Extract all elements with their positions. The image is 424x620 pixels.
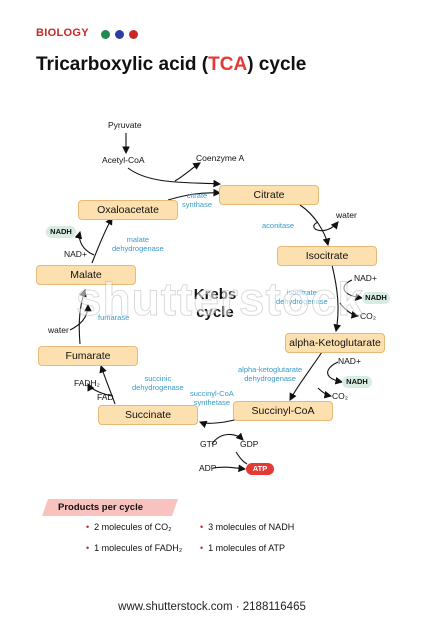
gdp-label: GDP	[240, 439, 259, 449]
page-title: Tricarboxylic acid (TCA) cycle	[36, 54, 307, 75]
blue-dot-icon	[115, 30, 124, 39]
product-item-atp: 1 molecules of ATP	[200, 543, 285, 553]
succinate-box: Succinate	[98, 405, 198, 425]
co2-label-2: CO₂	[332, 391, 349, 401]
products-heading: Products per cycle	[42, 499, 178, 516]
nadh-pill-left: NADH	[46, 226, 76, 238]
fumarate-box: Fumarate	[38, 346, 138, 366]
water-label-right: water	[336, 210, 357, 220]
coenzyme-a-label: Coenzyme A	[196, 153, 245, 163]
pyruvate-label: Pyruvate	[108, 120, 142, 130]
isocitrate-box: Isocitrate	[277, 246, 377, 266]
product-item-fadh2: 1 molecules of FADH₂	[86, 543, 182, 553]
red-dot-icon	[129, 30, 138, 39]
nadh-pill-2: NADH	[342, 376, 372, 388]
product-item-co2: 2 molecules of CO₂	[86, 522, 172, 532]
oxaloacetate-box: Oxaloacetate	[78, 200, 178, 220]
nad-label-1: NAD+	[354, 273, 377, 283]
nadh-pill-1: NADH	[362, 292, 390, 304]
gtp-label: GTP	[200, 439, 218, 449]
citrate-box: Citrate	[219, 185, 319, 205]
green-dot-icon	[101, 30, 110, 39]
watermark-text: shutterstock	[75, 273, 365, 326]
succinyl-coa-box: Succinyl-CoA	[233, 401, 333, 421]
nad-label-left: NAD+	[64, 249, 87, 259]
adp-label: ADP	[199, 463, 217, 473]
fumarase-enzyme: fumarase	[98, 313, 130, 322]
krebs-cycle-label: Krebs cycle	[193, 286, 237, 321]
category-tag: BIOLOGY	[36, 27, 89, 39]
acetyl-coa-label: Acetyl-CoA	[102, 155, 145, 165]
atp-pill: ATP	[246, 463, 274, 475]
product-item-nadh: 3 molecules of NADH	[200, 522, 294, 532]
co2-label-1: CO₂	[360, 311, 377, 321]
aconitase-enzyme: aconitase	[262, 221, 295, 230]
alpha-ketoglutarate-box: alpha-Ketoglutarate	[285, 333, 385, 353]
malate-box: Malate	[36, 265, 136, 285]
nad-label-2: NAD+	[338, 356, 361, 366]
footer-url: www.shutterstock.com · 2188116465	[118, 601, 306, 613]
fadh2-label: FADH₂	[74, 378, 100, 388]
water-label-left: water	[48, 325, 69, 335]
fad-label: FAD	[97, 392, 114, 402]
